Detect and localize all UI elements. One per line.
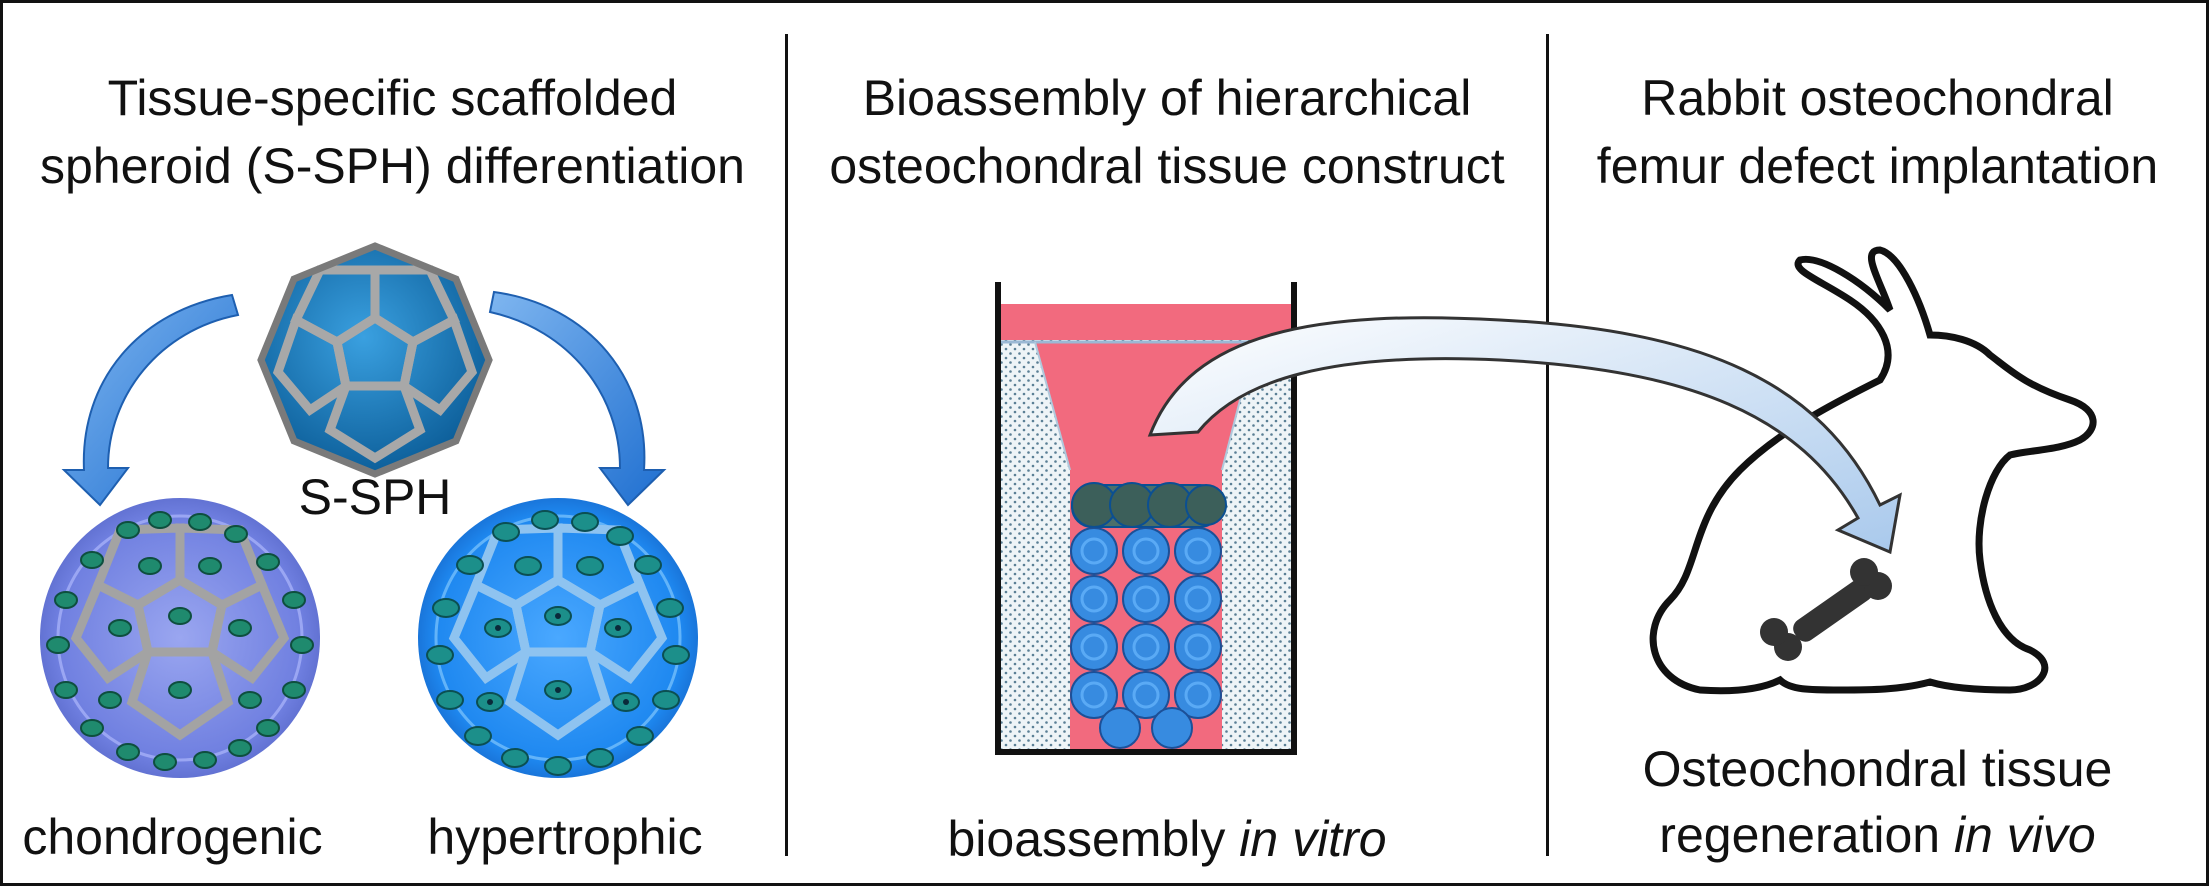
arrow-to-hypertrophic <box>488 290 667 507</box>
spheroid-stack <box>1071 482 1227 528</box>
divider-right <box>1546 34 1549 856</box>
s-sph-label: S-SPH <box>298 469 452 525</box>
bioassembly-label-italic: in vitro <box>1239 811 1387 867</box>
rabbit-outline <box>1649 246 2097 695</box>
panel1-title-line1: Tissue-specific scaffolded <box>107 70 678 126</box>
regeneration-line1: Osteochondral tissue <box>1642 741 2113 797</box>
bioassembly-label-plain: bioassembly <box>947 811 1240 867</box>
panel2-title: Bioassembly of hierarchical osteochondra… <box>788 64 1546 200</box>
culture-well <box>995 282 1297 755</box>
regeneration-line2: regeneration in vivo <box>1549 802 2206 868</box>
s-sph-scaffold-sphere <box>257 242 493 478</box>
panel1-title-line2: spheroid (S-SPH) differentiation <box>40 138 745 194</box>
regeneration-label: Osteochondral tissue regeneration in viv… <box>1549 736 2206 868</box>
panel3-title-line1: Rabbit osteochondral <box>1641 70 2114 126</box>
hypertrophic-spheroid <box>418 498 698 778</box>
bioassembly-label: bioassembly in vitro <box>788 806 1546 872</box>
hypertrophic-label: hypertrophic <box>427 809 703 865</box>
panel3-title: Rabbit osteochondral femur defect implan… <box>1549 64 2206 200</box>
panel3-title-line2: femur defect implantation <box>1596 138 2159 194</box>
chondrogenic-label: chondrogenic <box>22 809 323 865</box>
divider-left <box>785 34 788 856</box>
regeneration-line2-italic: in vivo <box>1953 807 2096 863</box>
regeneration-line2-plain: regeneration <box>1659 807 1954 863</box>
chondrogenic-spheroid <box>40 498 320 778</box>
panel2-title-line2: osteochondral tissue construct <box>829 138 1505 194</box>
implantation-arrow <box>1147 316 1902 555</box>
arrow-to-chondrogenic <box>61 293 240 507</box>
panel1-title: Tissue-specific scaffolded spheroid (S-S… <box>0 64 785 200</box>
panel2-title-line1: Bioassembly of hierarchical <box>862 70 1472 126</box>
bone-icon <box>1760 558 1892 661</box>
